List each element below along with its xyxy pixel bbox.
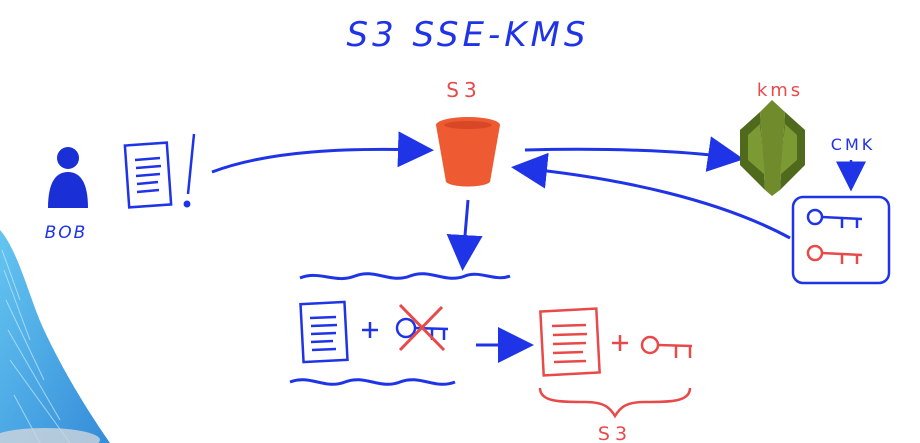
stored-bracket — [538, 387, 692, 419]
document-icon — [539, 307, 601, 377]
kms-shield-icon — [740, 100, 805, 196]
key-icon — [806, 208, 863, 228]
s3-bucket-icon — [436, 117, 500, 187]
key-icon — [806, 244, 863, 264]
document-icon — [299, 300, 349, 364]
exclamation-icon — [183, 133, 196, 208]
arrow-request-key — [524, 136, 744, 172]
arrow-upload — [211, 131, 434, 174]
arrow-return-key — [511, 152, 791, 240]
diagram-title: S3 SSE-KMS — [347, 15, 590, 55]
arrow-encrypt — [446, 199, 483, 271]
s3-label: S3 — [446, 78, 481, 102]
wavy-line-bottom — [289, 378, 456, 386]
cmk-label: CMK — [831, 135, 875, 154]
plus-icon — [612, 335, 628, 351]
document-icon — [123, 141, 173, 209]
wavy-line-top — [299, 272, 511, 281]
cross-mark-icon — [398, 303, 446, 352]
plus-icon — [362, 322, 378, 338]
key-container — [791, 195, 891, 285]
kms-label: kms — [757, 80, 803, 101]
person-icon — [48, 147, 88, 208]
user-label: BOB — [45, 223, 88, 243]
key-icon — [640, 335, 693, 358]
stored-bracket-label: S3 — [598, 423, 632, 443]
